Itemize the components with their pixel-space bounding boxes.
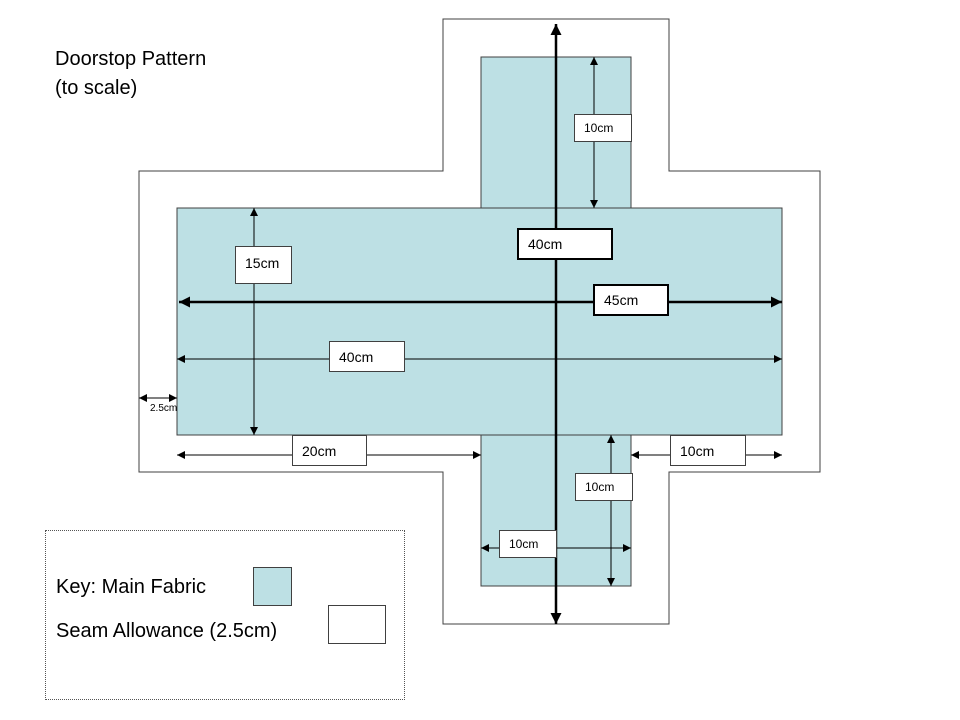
title-line-2: (to scale) [55, 77, 138, 99]
legend-seam-allowance-label: Seam Allowance (2.5cm) [56, 620, 278, 642]
arm-bottom-width-label: 10cm [499, 530, 557, 558]
fabric-body [176, 207, 783, 436]
legend-main-fabric-label: Key: Main Fabric [56, 576, 207, 598]
left-segment-label: 20cm [292, 435, 367, 466]
legend-seam-allowance-swatch [328, 605, 386, 644]
center-horizontal-label: 45cm [593, 284, 669, 316]
legend-box [45, 530, 405, 700]
legend-main-fabric-swatch [253, 567, 292, 606]
body-height-label: 15cm [235, 246, 292, 284]
title-line-1: Doorstop Pattern [55, 48, 207, 70]
arm-bottom-length-label: 10cm [575, 473, 633, 501]
center-vertical-label: 40cm [517, 228, 613, 260]
right-segment-label: 10cm [670, 435, 746, 466]
seam-offset-label: 2.5cm [150, 403, 178, 414]
arm-top-length-label: 10cm [574, 114, 632, 142]
page-title: Doorstop Pattern (to scale) [55, 45, 206, 103]
body-width-label: 40cm [329, 341, 405, 372]
